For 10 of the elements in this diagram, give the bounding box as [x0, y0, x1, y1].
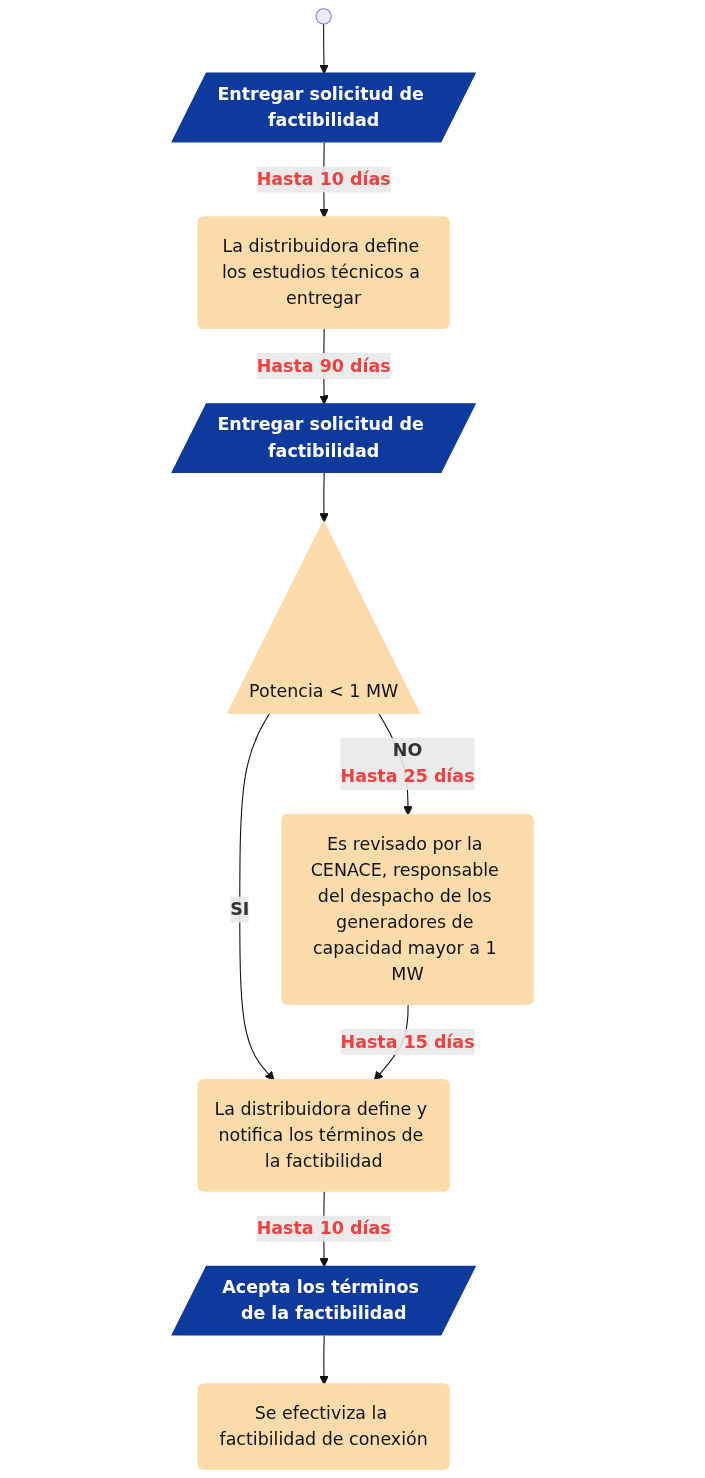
arrow [239, 713, 275, 1081]
node-label: Hasta 10 días [256, 168, 391, 190]
edge-label: SI [230, 898, 250, 920]
node-label: Hasta 25 días [340, 766, 475, 787]
node-label: Hasta 90 días [256, 355, 391, 376]
node-label: Hasta 15 días [340, 1031, 475, 1052]
arrow [319, 1335, 329, 1386]
edge-label: NO [392, 739, 423, 761]
node-label: Hasta 10 días [256, 1217, 391, 1239]
arrow [319, 472, 329, 523]
